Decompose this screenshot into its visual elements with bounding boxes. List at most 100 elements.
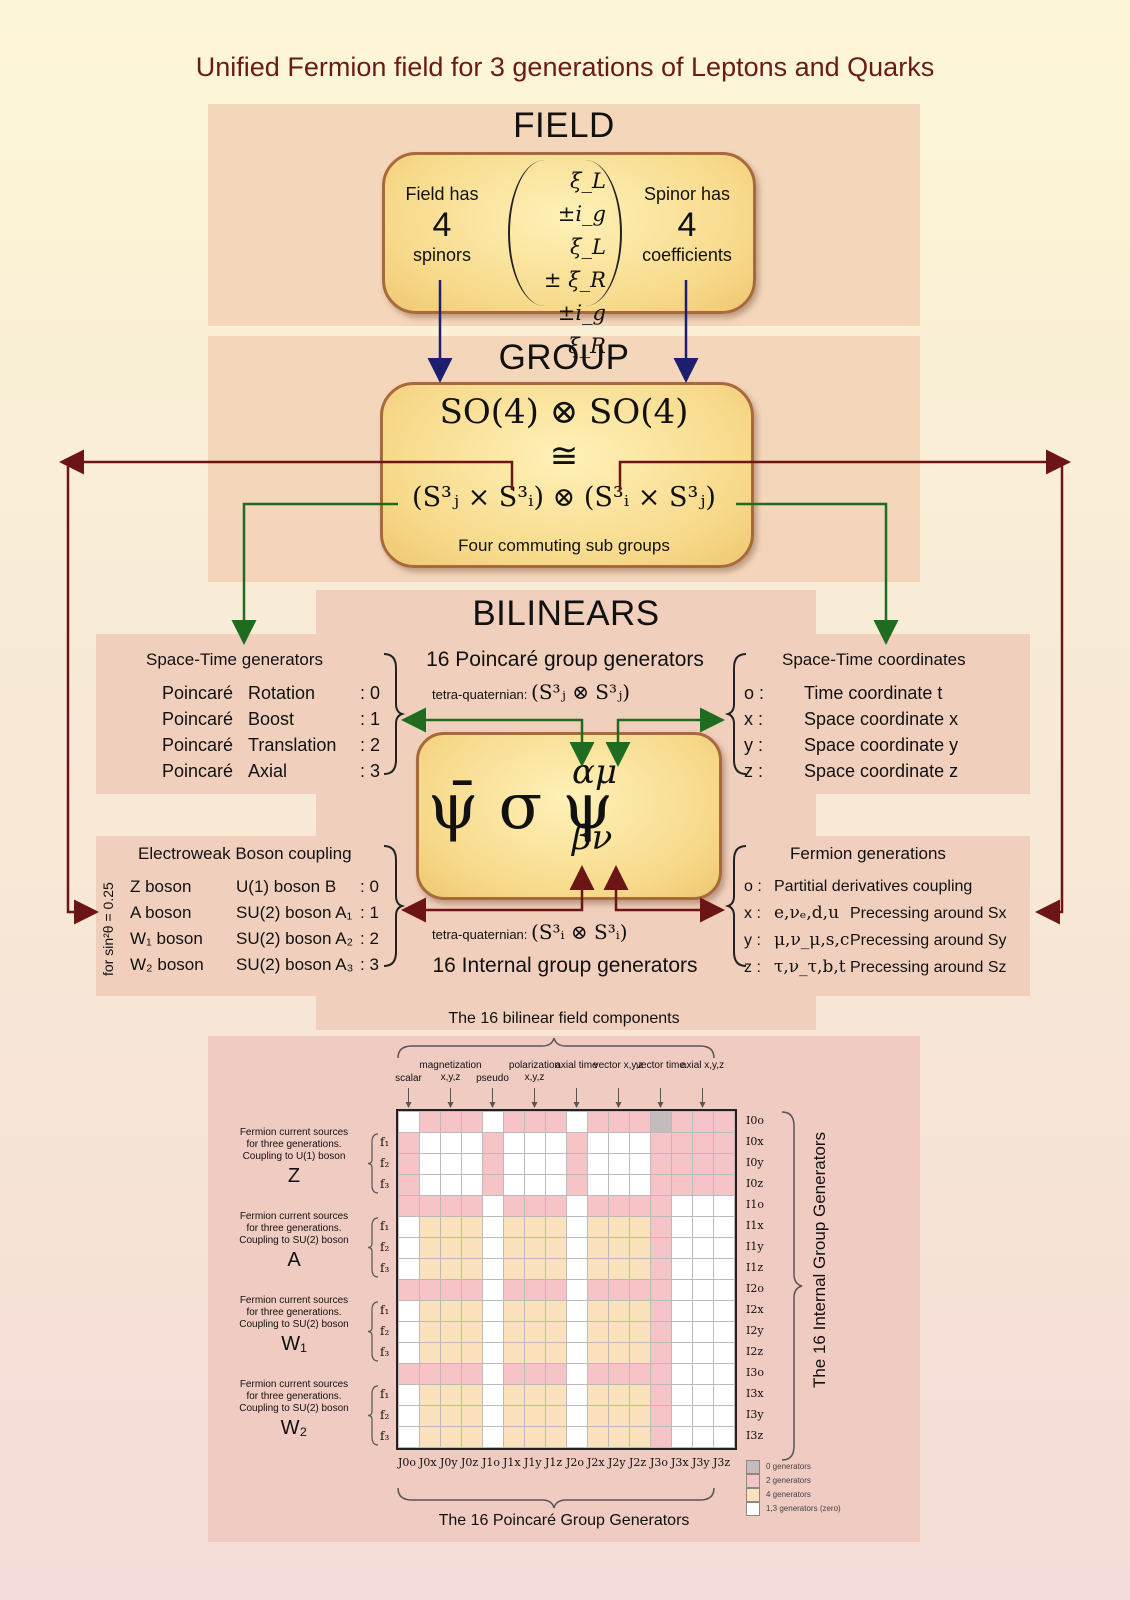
matrix-cell (629, 1300, 651, 1322)
matrix-cell (650, 1195, 672, 1217)
matrix-cell (608, 1342, 630, 1364)
matrix-cell (629, 1279, 651, 1301)
matrix-cell (524, 1363, 546, 1385)
matrix-cell (566, 1426, 588, 1448)
group-so4: SO(4) ⊗ SO(4) (439, 392, 689, 432)
matrix-cell (482, 1405, 504, 1427)
matrix-cell (419, 1384, 441, 1406)
matrix-cell (482, 1258, 504, 1280)
matrix-cell (713, 1132, 735, 1154)
matrix-cell (524, 1258, 546, 1280)
matrix-cell (440, 1384, 462, 1406)
matrix-cell (545, 1363, 567, 1385)
matrix-cell (587, 1384, 609, 1406)
field-coeff-info: Spinor has 4 coefficients (632, 184, 742, 266)
brace-matrix-bottom (397, 1487, 715, 1509)
matrix-cell (713, 1405, 735, 1427)
matrix-cell (566, 1279, 588, 1301)
fg-row: o :Partitial derivatives coupling (744, 874, 1007, 900)
matrix-cell (692, 1384, 714, 1406)
matrix-cell (503, 1195, 525, 1217)
matrix-cell (398, 1237, 420, 1259)
matrix-cell (608, 1279, 630, 1301)
brace-fg (724, 845, 747, 967)
boson-name: W₂ (280, 1417, 308, 1439)
row-label: I2y (746, 1324, 764, 1337)
legend-swatch (746, 1474, 760, 1489)
matrix-cell (545, 1195, 567, 1217)
matrix-cell (671, 1363, 693, 1385)
matrix-cell (440, 1174, 462, 1196)
matrix-cell (629, 1405, 651, 1427)
fg-k: y : (744, 932, 761, 949)
matrix-cell (482, 1153, 504, 1175)
ew-n: : 1 (360, 903, 379, 922)
matrix-cell (461, 1363, 483, 1385)
matrix-row (398, 1426, 735, 1448)
matrix-cell (713, 1237, 735, 1259)
matrix-cell (398, 1174, 420, 1196)
row-label: I0x (746, 1135, 764, 1148)
fg-v: Precessing around Sy (850, 932, 1007, 949)
st-coord-k: o : (744, 683, 765, 703)
field-vector-parens (508, 160, 622, 306)
matrix-right-title: The 16 Internal Group Generators (810, 1131, 829, 1389)
matrix-cell (629, 1426, 651, 1448)
matrix-cell (629, 1132, 651, 1154)
st-gen-title: Space-Time generators (146, 650, 324, 669)
matrix-cell (398, 1195, 420, 1217)
matrix-cell (671, 1405, 693, 1427)
matrix-cell (713, 1258, 735, 1280)
fg-list: o :Partitial derivatives coupling x :e,ν… (744, 874, 1007, 981)
col-axis-label: J3x (671, 1456, 689, 1469)
legend-swatch (746, 1460, 760, 1474)
source-text-1: Fermion current sources (239, 1295, 349, 1306)
st-coord-list: o :Time coordinate t x :Space coordinate… (744, 680, 958, 784)
matrix-cell (587, 1279, 609, 1301)
matrix-cell (671, 1384, 693, 1406)
matrix-cell (566, 1405, 588, 1427)
col-axis-label: J1z (545, 1456, 563, 1469)
matrix-cell (587, 1300, 609, 1322)
arrow-group-left-red (66, 460, 514, 925)
matrix-cell (524, 1300, 546, 1322)
matrix-cell (524, 1216, 546, 1238)
row-label: I3x (746, 1387, 764, 1400)
matrix-cell (461, 1216, 483, 1238)
matrix-cell (671, 1237, 693, 1259)
field-right-bottom: coefficients (642, 245, 732, 265)
row-label: I0z (746, 1177, 764, 1190)
matrix-cell (545, 1153, 567, 1175)
matrix-cell (398, 1321, 420, 1343)
matrix-cell (713, 1111, 735, 1133)
st-coord-row: o :Time coordinate t (744, 680, 958, 706)
row-label: I1y (746, 1240, 764, 1253)
matrix-cell (419, 1195, 441, 1217)
legend-item: 0 generators (746, 1460, 841, 1474)
row-label: I0y (746, 1156, 764, 1169)
f-label: f₁ (380, 1303, 390, 1317)
matrix-cell (524, 1405, 546, 1427)
column-label: pseudo (476, 1073, 509, 1084)
f-label: f₂ (380, 1240, 390, 1254)
col-axis-label: J0y (440, 1456, 458, 1469)
matrix-cell (524, 1153, 546, 1175)
matrix-cell (671, 1426, 693, 1448)
brace-st-gen (383, 653, 406, 775)
col-axis-label: J3o (650, 1456, 669, 1469)
matrix-cell (482, 1174, 504, 1196)
matrix-cell (545, 1300, 567, 1322)
column-label: scalar (395, 1073, 422, 1084)
matrix-grid (398, 1111, 735, 1448)
matrix-cell (503, 1405, 525, 1427)
matrix-cell (587, 1342, 609, 1364)
f-label: f₁ (380, 1135, 390, 1149)
matrix-cell (629, 1174, 651, 1196)
matrix-cell (671, 1321, 693, 1343)
matrix-row (398, 1132, 735, 1154)
column-pointer-head (573, 1102, 580, 1108)
